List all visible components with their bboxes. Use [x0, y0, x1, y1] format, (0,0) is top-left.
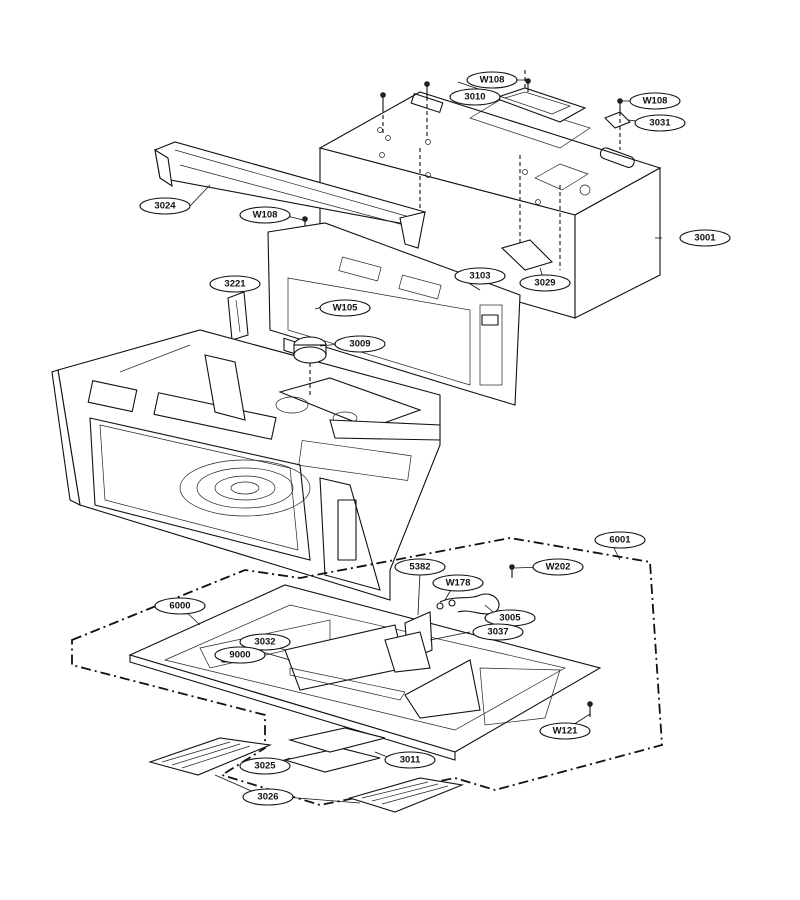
svg-text:3026: 3026 — [257, 792, 278, 803]
top-bracket — [493, 70, 587, 123]
switch-holder — [227, 291, 249, 341]
grease-filter-right — [348, 777, 465, 813]
svg-text:3029: 3029 — [534, 278, 555, 289]
callout-3005: 3005 — [484, 609, 536, 627]
svg-text:W202: W202 — [546, 562, 571, 573]
svg-text:3037: 3037 — [487, 627, 508, 638]
callout-5382: 5382 — [394, 558, 446, 576]
callout-w108-right: W108 — [629, 92, 681, 110]
callout-3221: 3221 — [209, 275, 261, 293]
callout-9000: 9000 — [214, 646, 266, 664]
callout-3025: 3025 — [239, 757, 291, 775]
svg-text:3032: 3032 — [254, 637, 275, 648]
callout-3103: 3103 — [454, 267, 506, 285]
svg-text:5382: 5382 — [409, 562, 430, 573]
svg-text:3001: 3001 — [694, 233, 716, 244]
callout-6000: 6000 — [154, 597, 206, 615]
svg-text:3010: 3010 — [464, 92, 485, 103]
lamp-cover — [282, 727, 386, 773]
svg-text:W121: W121 — [553, 726, 579, 737]
svg-text:3011: 3011 — [400, 755, 421, 766]
small-bracket — [604, 111, 631, 129]
callout-3031: 3031 — [634, 114, 686, 132]
svg-text:3221: 3221 — [224, 279, 246, 290]
callout-w108-top: W108 — [466, 71, 518, 89]
svg-text:3005: 3005 — [499, 613, 521, 624]
svg-text:3031: 3031 — [649, 118, 671, 129]
svg-text:W108: W108 — [480, 75, 505, 86]
wire-harness — [436, 593, 500, 615]
grease-filter-left — [148, 737, 273, 776]
callout-3032: 3032 — [239, 633, 291, 651]
svg-text:6001: 6001 — [609, 535, 631, 546]
callout-w121: W121 — [539, 722, 591, 740]
callout-3029: 3029 — [519, 274, 571, 292]
svg-text:3009: 3009 — [349, 339, 370, 350]
callout-3024: 3024 — [139, 197, 191, 215]
svg-text:W108: W108 — [643, 96, 668, 107]
callout-3037: 3037 — [472, 623, 524, 641]
svg-text:3103: 3103 — [469, 271, 490, 282]
base-boundary — [71, 537, 663, 806]
sensor-bracket — [384, 611, 433, 673]
outer-cabinet — [318, 91, 662, 319]
callout-3026: 3026 — [242, 788, 294, 806]
callout-w202: W202 — [532, 558, 584, 576]
vent-grille — [154, 141, 427, 249]
front-plate — [267, 222, 521, 406]
svg-text:W178: W178 — [446, 578, 471, 589]
callout-3001: 3001 — [679, 229, 731, 247]
svg-text:6000: 6000 — [169, 601, 190, 612]
svg-text:W105: W105 — [333, 303, 359, 314]
callout-w108-left: W108 — [239, 206, 291, 224]
callout-3011: 3011 — [384, 751, 436, 769]
svg-text:3024: 3024 — [154, 201, 176, 212]
base-plate — [128, 584, 602, 761]
callout-3010: 3010 — [449, 88, 501, 106]
side-bracket — [500, 239, 554, 271]
svg-text:W108: W108 — [253, 210, 278, 221]
callout-w105: W105 — [319, 299, 371, 317]
svg-text:3025: 3025 — [254, 761, 276, 772]
callout-6001: 6001 — [594, 531, 646, 549]
callout-w178: W178 — [432, 574, 484, 592]
stirrer-motor — [293, 336, 327, 395]
svg-text:9000: 9000 — [229, 650, 250, 661]
inner-cavity — [51, 329, 441, 601]
callout-3009: 3009 — [334, 335, 386, 353]
